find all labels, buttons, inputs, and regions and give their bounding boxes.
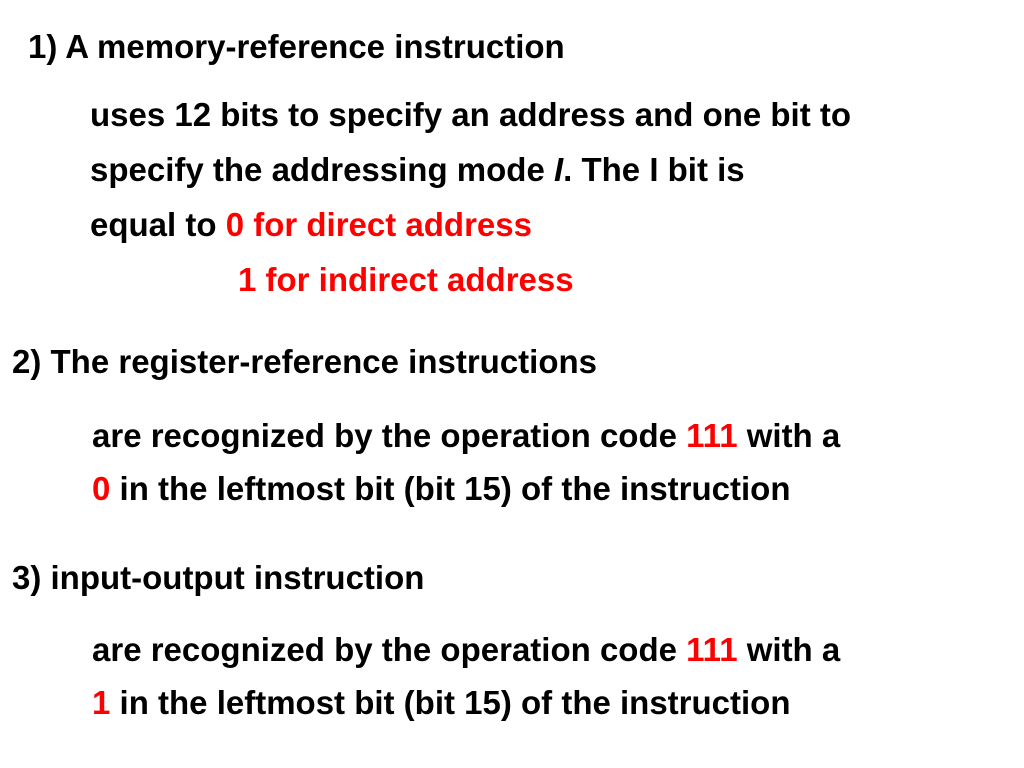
item1-line2-text-b: . The I bit is xyxy=(563,151,745,188)
item3-line1-text-a: are recognized by the operation code xyxy=(92,631,687,668)
item2-line1: are recognized by the operation code 111… xyxy=(92,419,840,452)
item2-opcode: 111 xyxy=(686,417,738,454)
item1-line2: specify the addressing mode I. The I bit… xyxy=(90,153,745,186)
item1-indirect-address: 1 for indirect address xyxy=(238,261,574,298)
item3-line2: 1 in the leftmost bit (bit 15) of the in… xyxy=(92,686,791,719)
item3-line2-text: in the leftmost bit (bit 15) of the inst… xyxy=(110,684,791,721)
item2-heading: 2) The register-reference instructions xyxy=(12,343,598,380)
item1-italic-i: I xyxy=(553,151,564,188)
item2-line1-text-b: with a xyxy=(737,417,841,454)
item1-direct-address: 0 for direct address xyxy=(225,206,532,243)
item2-line2-text: in the leftmost bit (bit 15) of the inst… xyxy=(110,470,791,507)
item3-line1: are recognized by the operation code 111… xyxy=(92,633,840,666)
item3-line1-text-b: with a xyxy=(737,631,841,668)
item3-bit-value: 1 xyxy=(92,684,111,721)
item1-line1: uses 12 bits to specify an address and o… xyxy=(90,96,852,133)
item2-bit-value: 0 xyxy=(92,470,111,507)
item3-heading: 3) input-output instruction xyxy=(12,559,425,596)
item3-opcode: 111 xyxy=(686,631,738,668)
item2-line1-text-a: are recognized by the operation code xyxy=(92,417,687,454)
item1-heading: 1) A memory-reference instruction xyxy=(28,28,565,65)
item1-line3: equal to 0 for direct address xyxy=(90,208,532,241)
item1-line2-text-a: specify the addressing mode xyxy=(90,151,554,188)
item2-line2: 0 in the leftmost bit (bit 15) of the in… xyxy=(92,472,791,505)
item1-line3-text: equal to xyxy=(90,206,226,243)
